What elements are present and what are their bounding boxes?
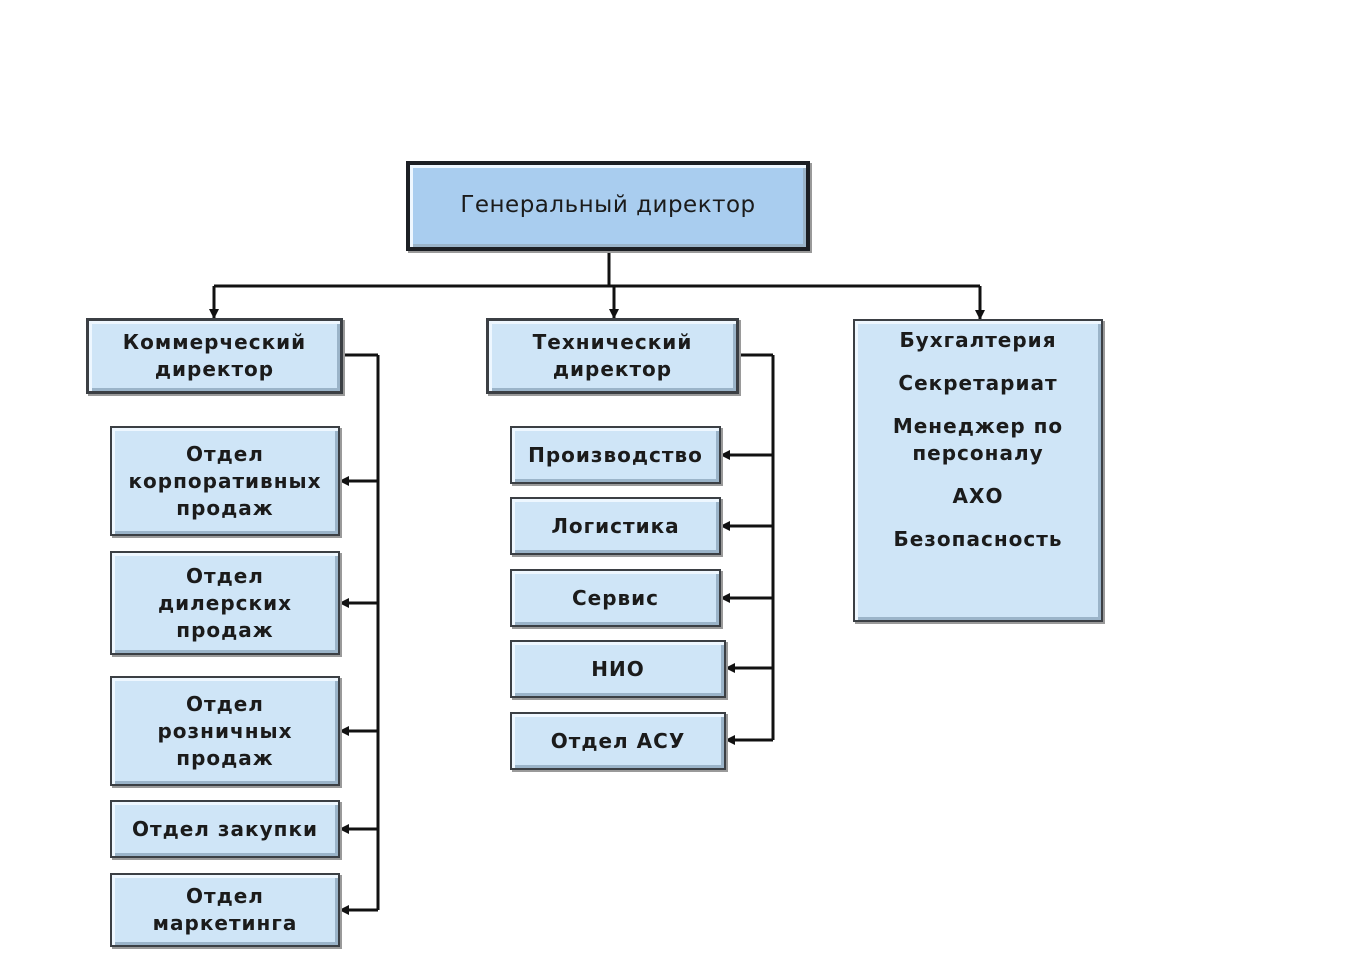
commercial-dept-box: Отдел розничных продаж: [110, 676, 340, 786]
general-director-label: Генеральный директор: [460, 192, 756, 219]
commercial-director-box: Коммерческий директор: [86, 318, 343, 394]
commercial-dept-label: Отдел корпоративных продаж: [128, 441, 322, 520]
technical-director-label: Технический директор: [532, 330, 693, 381]
general-director-box: Генеральный директор: [406, 161, 810, 251]
commercial-dept-label: Отдел закупки: [131, 816, 319, 841]
commercial-director-label: Коммерческий директор: [122, 330, 307, 381]
admin-services-box: Бухгалтерия Секретариат Менеджер по перс…: [853, 319, 1103, 622]
technical-dept-box: Логистика: [510, 497, 721, 555]
admin-item: Безопасность: [893, 527, 1063, 551]
commercial-dept-label: Отдел розничных продаж: [157, 691, 293, 770]
technical-director-box: Технический директор: [486, 318, 739, 394]
commercial-dept-box: Отдел маркетинга: [110, 873, 340, 947]
commercial-dept-box: Отдел дилерских продаж: [110, 551, 340, 655]
technical-dept-box: Сервис: [510, 569, 721, 627]
technical-dept-box: Отдел АСУ: [510, 712, 726, 770]
technical-dept-box: НИО: [510, 640, 726, 698]
technical-dept-label: Производство: [528, 442, 703, 467]
admin-item: АХО: [952, 484, 1004, 508]
commercial-dept-label: Отдел дилерских продаж: [157, 563, 293, 642]
admin-item: Менеджер по персоналу: [892, 414, 1064, 465]
technical-dept-label: НИО: [591, 656, 645, 681]
technical-dept-label: Отдел АСУ: [550, 728, 686, 753]
technical-dept-label: Сервис: [571, 585, 660, 610]
technical-dept-box: Производство: [510, 426, 721, 484]
commercial-dept-box: Отдел корпоративных продаж: [110, 426, 340, 536]
admin-item: Секретариат: [898, 371, 1058, 395]
technical-dept-label: Логистика: [551, 513, 680, 538]
commercial-dept-box: Отдел закупки: [110, 800, 340, 858]
admin-item: Бухгалтерия: [899, 328, 1057, 352]
commercial-dept-label: Отдел маркетинга: [152, 884, 298, 935]
